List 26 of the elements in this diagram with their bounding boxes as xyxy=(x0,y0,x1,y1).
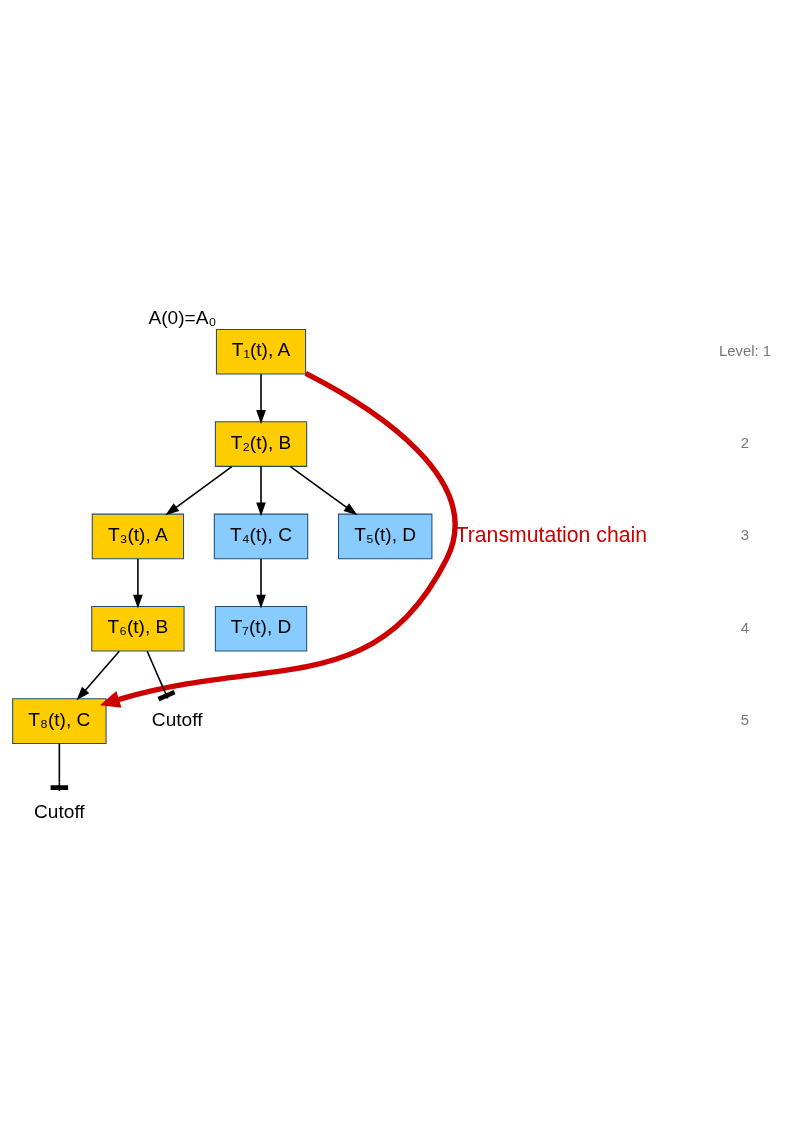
label: 3 xyxy=(740,527,750,544)
label: 5 xyxy=(740,712,750,729)
label: Level: 1 xyxy=(719,342,772,359)
node-box: T₄(t), C xyxy=(213,513,309,560)
arrow xyxy=(289,465,358,516)
arrow xyxy=(76,650,121,701)
node-text: Cutoff xyxy=(151,708,203,730)
node-text: Cutoff xyxy=(34,801,85,823)
node-box: T₁(t), A xyxy=(215,328,307,375)
node-label: A(0)=A₀ xyxy=(148,306,217,328)
node-box: T₂(t), B xyxy=(214,421,308,467)
node-box: T₆(t), B xyxy=(91,605,185,652)
label: 2 xyxy=(740,435,750,452)
node-box: T₇(t), D xyxy=(214,605,308,652)
arrow xyxy=(99,371,458,708)
arrow xyxy=(256,465,266,517)
node-box: T₈(t), C xyxy=(12,698,107,744)
edge-label: Transmutation chain xyxy=(455,522,648,546)
node-box: T₅(t), D xyxy=(337,513,433,560)
label: 4 xyxy=(740,619,750,636)
arrow xyxy=(165,465,233,516)
arrow xyxy=(256,558,266,609)
connector xyxy=(146,650,176,702)
arrow xyxy=(256,373,266,424)
arrow xyxy=(133,558,143,609)
node-box: T₃(t), A xyxy=(91,513,185,560)
